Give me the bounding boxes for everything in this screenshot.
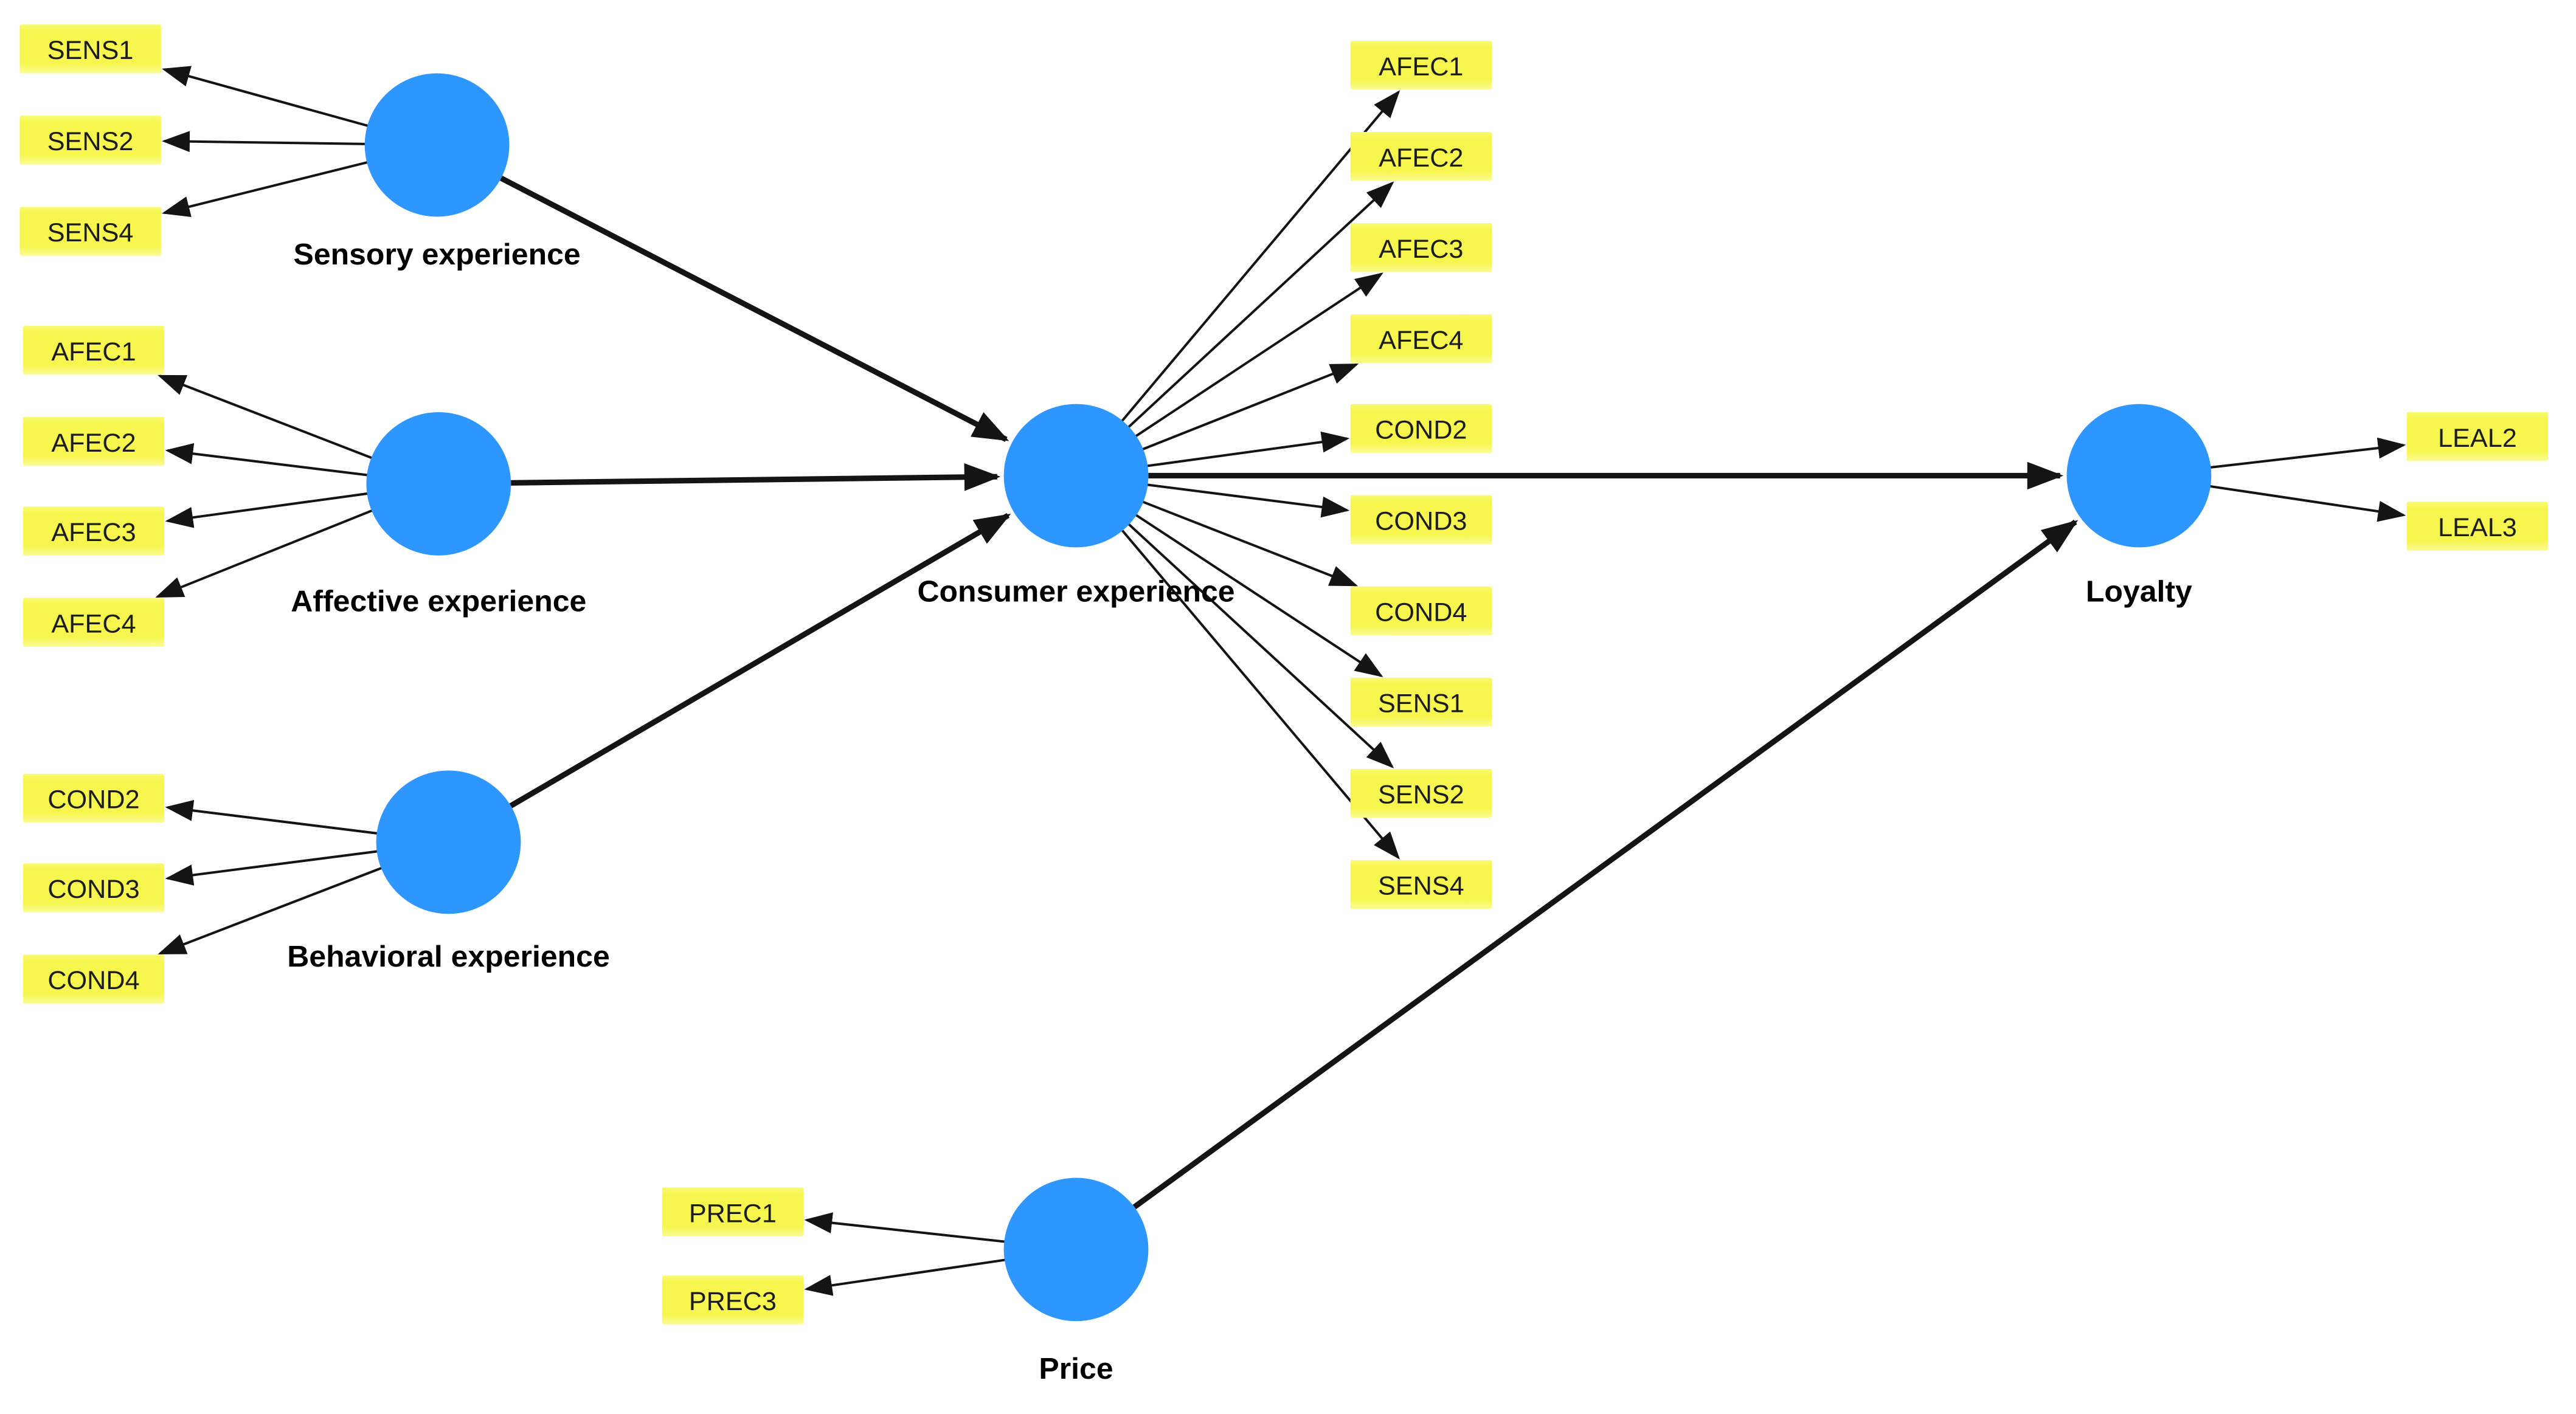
indicator-consumer-SENS1[interactable] [1350,677,1492,727]
indicator-price-PREC3[interactable] [662,1275,804,1325]
indicator-label-affective-AFEC4: AFEC4 [51,609,136,638]
indicator-label-affective-AFEC2: AFEC2 [51,429,136,458]
latent-price[interactable] [1003,1178,1149,1322]
latent-consumer[interactable] [1003,404,1149,548]
indicator-label-consumer-AFEC2: AFEC2 [1379,143,1463,173]
indicator-label-affective-AFEC3: AFEC3 [51,518,136,547]
path-behavioral-to-consumer[interactable] [509,512,1011,809]
latent-label-sensory: Sensory experience [294,237,581,271]
indicator-price-PREC1[interactable] [662,1187,804,1236]
indicator-consumer-AFEC1[interactable] [1350,40,1492,90]
indicator-affective-AFEC4[interactable] [23,598,165,647]
indicator-loyalty-LEAL3[interactable] [2406,502,2549,551]
loading-arrow-consumer-SENS4 [1075,475,1401,860]
indicator-consumer-AFEC3[interactable] [1350,223,1492,272]
indicator-sensory-SENS1[interactable] [19,24,161,74]
path-sensory-to-consumer[interactable] [499,176,1009,443]
loading-arrow-consumer-AFEC1 [1075,90,1401,477]
indicator-label-consumer-AFEC4: AFEC4 [1379,326,1463,355]
indicator-consumer-AFEC2[interactable] [1350,132,1492,181]
indicator-loyalty-LEAL2[interactable] [2406,412,2549,461]
indicator-behavioral-COND3[interactable] [23,863,165,912]
indicator-label-affective-AFEC1: AFEC1 [51,337,136,367]
indicator-label-price-PREC1: PREC1 [689,1199,777,1228]
indicator-label-consumer-COND2: COND2 [1375,416,1467,445]
indicator-affective-AFEC2[interactable] [23,417,165,466]
indicator-sensory-SENS4[interactable] [19,207,161,256]
path-price-to-loyalty[interactable] [1132,519,2079,1210]
indicator-consumer-COND3[interactable] [1350,495,1492,545]
indicator-label-behavioral-COND4: COND4 [47,966,139,995]
latent-label-price: Price [1039,1351,1113,1385]
latent-sensory[interactable] [364,73,510,217]
indicator-consumer-COND4[interactable] [1350,586,1492,636]
indicator-label-consumer-SENS1: SENS1 [1378,689,1464,719]
indicator-consumer-COND2[interactable] [1350,404,1492,453]
indicator-label-consumer-SENS2: SENS2 [1378,781,1464,810]
indicator-label-behavioral-COND2: COND2 [47,785,139,815]
indicator-label-price-PREC3: PREC3 [689,1287,777,1316]
path-affective-to-consumer[interactable] [511,463,1001,491]
indicator-label-consumer-AFEC3: AFEC3 [1379,235,1463,264]
indicator-affective-AFEC1[interactable] [23,325,165,375]
latent-label-loyalty: Loyalty [2086,574,2192,609]
indicator-label-consumer-COND3: COND3 [1375,507,1467,536]
indicator-label-sensory-SENS2: SENS2 [47,127,134,156]
indicator-label-loyalty-LEAL2: LEAL2 [2438,424,2517,453]
indicator-label-consumer-COND4: COND4 [1375,598,1467,627]
indicator-behavioral-COND4[interactable] [23,954,165,1004]
latent-loyalty[interactable] [2066,404,2212,548]
latent-label-affective: Affective experience [291,584,586,618]
indicator-consumer-AFEC4[interactable] [1350,314,1492,364]
latent-label-behavioral: Behavioral experience [287,939,609,973]
latent-label-consumer: Consumer experience [917,574,1234,609]
indicator-label-loyalty-LEAL3: LEAL3 [2438,513,2517,542]
indicator-label-consumer-SENS4: SENS4 [1378,872,1464,901]
indicator-behavioral-COND2[interactable] [23,773,165,823]
indicator-label-consumer-AFEC1: AFEC1 [1379,52,1463,81]
indicator-label-sensory-SENS4: SENS4 [47,218,134,247]
indicator-label-behavioral-COND3: COND3 [47,875,139,904]
latent-affective[interactable] [366,412,511,556]
indicator-consumer-SENS4[interactable] [1350,860,1492,909]
indicator-sensory-SENS2[interactable] [19,116,161,165]
latent-behavioral[interactable] [376,770,521,914]
indicator-consumer-SENS2[interactable] [1350,768,1492,818]
indicator-affective-AFEC3[interactable] [23,506,165,556]
indicator-label-sensory-SENS1: SENS1 [47,36,134,65]
